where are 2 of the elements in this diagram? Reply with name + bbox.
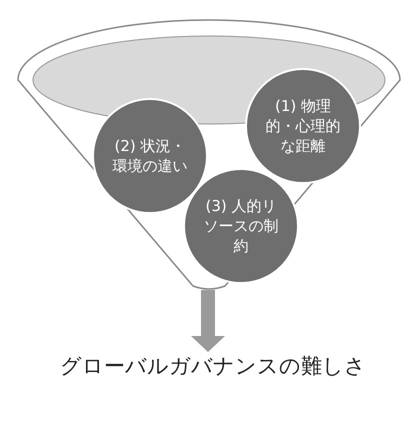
arrow [191,290,225,352]
funnel-shape [16,18,402,290]
